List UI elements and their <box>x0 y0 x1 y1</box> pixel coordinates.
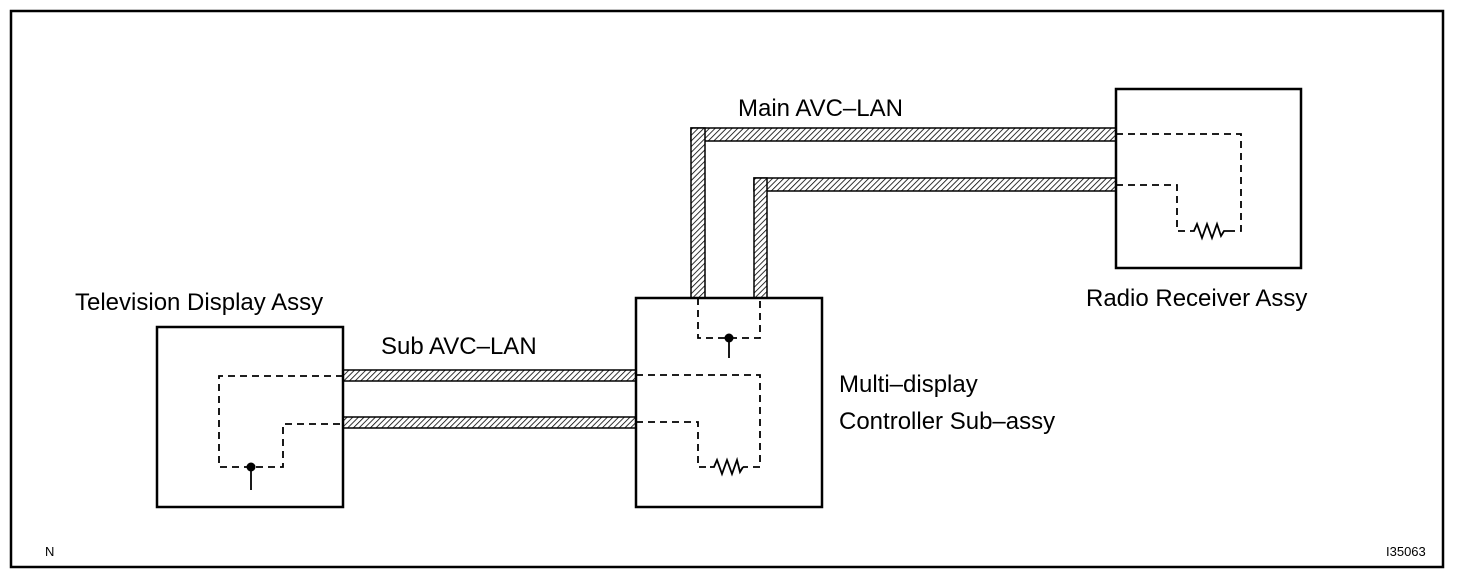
television-display-junction-node <box>246 462 256 490</box>
sub-avc-lan-label: Sub AVC–LAN <box>381 333 537 360</box>
radio-receiver-termination-resistor <box>1190 221 1228 241</box>
diagram-frame <box>9 9 1445 569</box>
corner-code-left: N <box>45 544 54 559</box>
main-avc-lan-cable-outer <box>690 127 1117 299</box>
multi-display-internal-circuit <box>636 298 761 468</box>
sub-avc-lan-cable-upper <box>342 369 637 382</box>
main-avc-lan-label: Main AVC–LAN <box>738 95 903 122</box>
radio-receiver-box <box>1114 87 1303 270</box>
television-display-label: Television Display Assy <box>75 289 323 316</box>
multi-display-termination-resistor <box>710 456 744 477</box>
multi-display-label-line1: Multi–display <box>839 371 978 398</box>
radio-receiver-internal-circuit <box>1116 133 1242 232</box>
radio-receiver-label: Radio Receiver Assy <box>1086 285 1307 312</box>
sub-avc-lan-cable-lower <box>342 416 637 429</box>
multi-display-junction-node <box>724 333 734 358</box>
main-avc-lan-cable-inner <box>753 177 1117 299</box>
television-display-box <box>155 325 345 509</box>
multi-display-controller-box <box>634 296 824 509</box>
figure-id: I35063 <box>1386 544 1426 559</box>
multi-display-label-line2: Controller Sub–assy <box>839 408 1055 435</box>
